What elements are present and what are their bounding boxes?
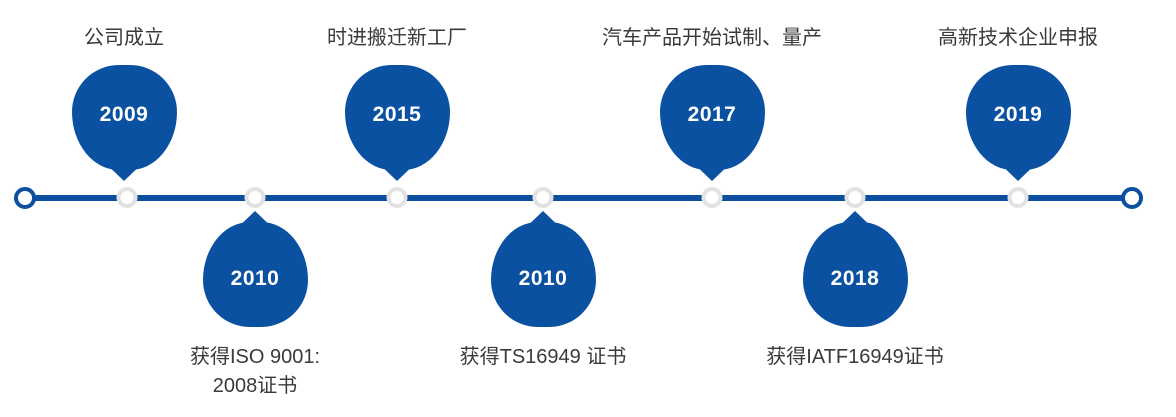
milestone-year: 2018 — [830, 267, 880, 290]
timeline-tick-node-icon — [116, 187, 138, 208]
milestone-pin-icon[interactable]: 2010 — [202, 222, 308, 327]
milestone-year: 2010 — [230, 267, 280, 290]
timeline-end-node-icon — [1121, 187, 1143, 209]
timeline-tick-node-icon — [244, 187, 266, 208]
timeline-tick-node-icon — [844, 187, 866, 208]
milestone-year: 2019 — [993, 103, 1043, 126]
milestone-year: 2010 — [518, 267, 568, 290]
timeline-tick-node-icon — [532, 187, 554, 208]
milestone-2019-top[interactable]: 高新技术企业申报 2019 — [888, 24, 1148, 170]
milestone-pin-icon[interactable]: 2019 — [965, 65, 1071, 170]
milestone-pin-icon[interactable]: 2018 — [802, 222, 908, 327]
milestone-label: 获得ISO 9001: 2008证书 — [189, 346, 321, 397]
milestone-label: 公司成立 — [84, 27, 164, 49]
milestone-label: 获得TS16949 证书 — [459, 346, 627, 368]
milestone-2009-top[interactable]: 公司成立 2009 — [0, 24, 254, 170]
milestone-year: 2009 — [99, 103, 149, 126]
timeline-tick-node-icon — [1007, 187, 1029, 208]
milestone-pin-icon[interactable]: 2009 — [71, 65, 177, 170]
milestone-pin-icon[interactable]: 2017 — [659, 65, 765, 170]
timeline-tick-node-icon — [386, 187, 408, 208]
milestone-label: 获得IATF16949证书 — [766, 346, 944, 368]
milestone-2010-bottom[interactable]: 2010 获得ISO 9001: 2008证书 — [125, 222, 385, 401]
timeline-start-node-icon — [14, 187, 36, 209]
timeline-axis-line — [25, 195, 1132, 201]
milestone-2018-bottom[interactable]: 2018 获得IATF16949证书 — [725, 222, 985, 372]
milestone-2015-top[interactable]: 时进搬迁新工厂 2015 — [267, 24, 527, 170]
milestone-pin-icon[interactable]: 2010 — [490, 222, 596, 327]
timeline-tick-node-icon — [701, 187, 723, 208]
milestone-label: 时进搬迁新工厂 — [327, 27, 467, 49]
milestone-label: 高新技术企业申报 — [938, 27, 1098, 49]
milestone-2017-top[interactable]: 汽车产品开始试制、量产 2017 — [582, 24, 842, 170]
milestone-year: 2017 — [687, 103, 737, 126]
milestone-label: 汽车产品开始试制、量产 — [602, 27, 822, 49]
milestone-pin-icon[interactable]: 2015 — [344, 65, 450, 170]
milestone-year: 2015 — [372, 103, 422, 126]
milestone-2010-bottom[interactable]: 2010 获得TS16949 证书 — [413, 222, 673, 372]
